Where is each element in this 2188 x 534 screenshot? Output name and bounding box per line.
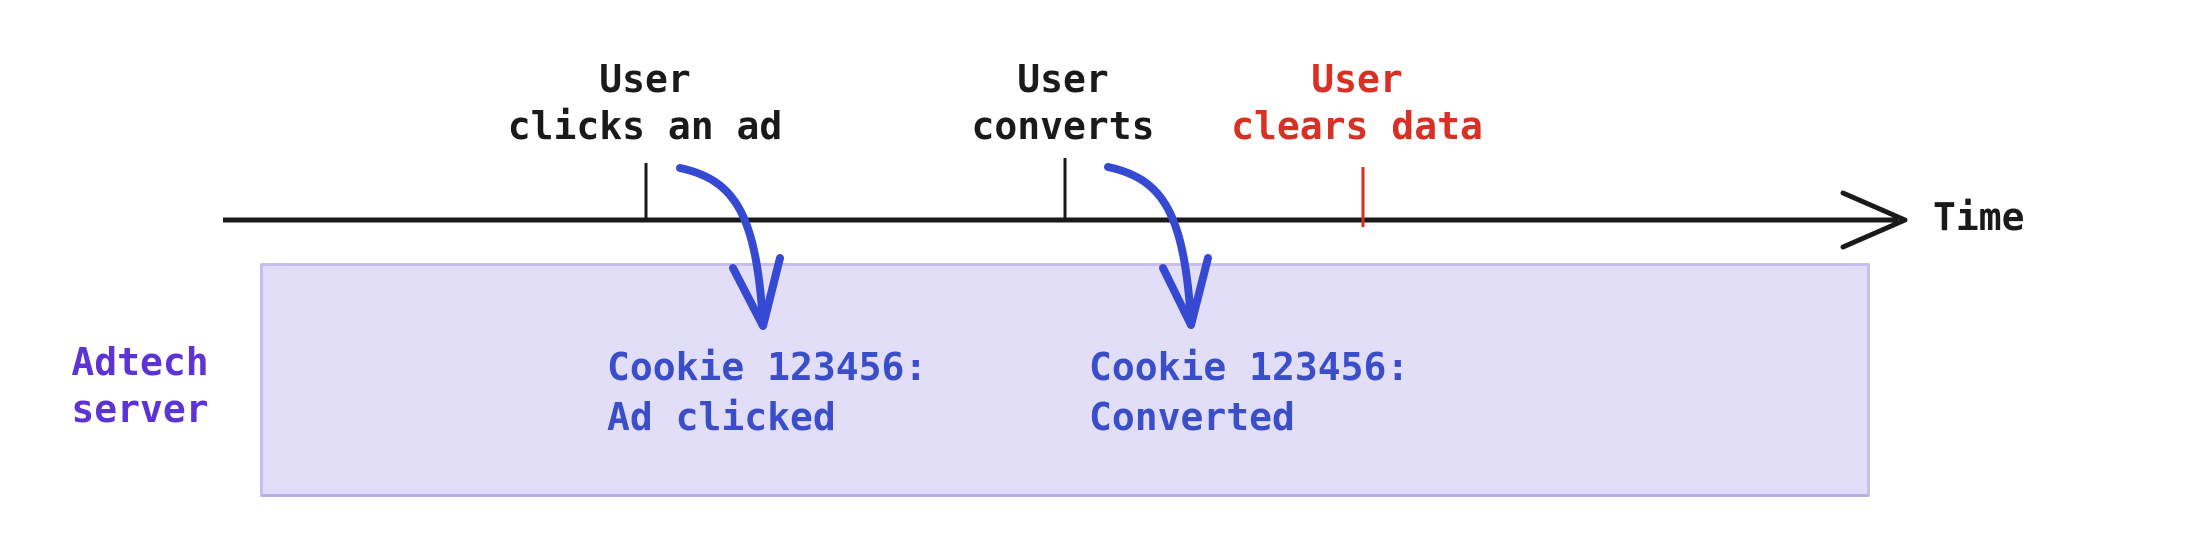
cookie-record-line: Ad clicked [607, 395, 836, 439]
cookie-record-line: Converted [1089, 395, 1295, 439]
event-label-line: clicks an ad [507, 104, 783, 148]
cookie-record-ad-clicked: Cookie 123456: Ad clicked [607, 342, 927, 442]
event-label-user-clicks-ad: User clicks an ad [508, 56, 783, 150]
cookie-record-converted: Cookie 123456: Converted [1089, 342, 1409, 442]
event-label-line: User [1311, 57, 1403, 101]
adtech-server-label-line: Adtech [71, 340, 209, 384]
adtech-server-label: Adtech server [71, 339, 208, 433]
cookie-record-line: Cookie 123456: [607, 345, 928, 389]
event-label-line: User [1017, 57, 1109, 101]
time-axis-label: Time [1933, 195, 2025, 239]
adtech-server-label-line: server [71, 387, 209, 431]
event-label-line: converts [971, 104, 1155, 148]
event-label-line: clears data [1231, 104, 1483, 148]
time-axis-arrowhead-icon [1840, 190, 1908, 250]
cookie-record-line: Cookie 123456: [1089, 345, 1410, 389]
event-label-user-clears-data: User clears data [1231, 56, 1483, 150]
event-label-user-converts: User converts [971, 56, 1154, 150]
adtech-server-box [260, 263, 1870, 497]
event-label-line: User [599, 57, 691, 101]
